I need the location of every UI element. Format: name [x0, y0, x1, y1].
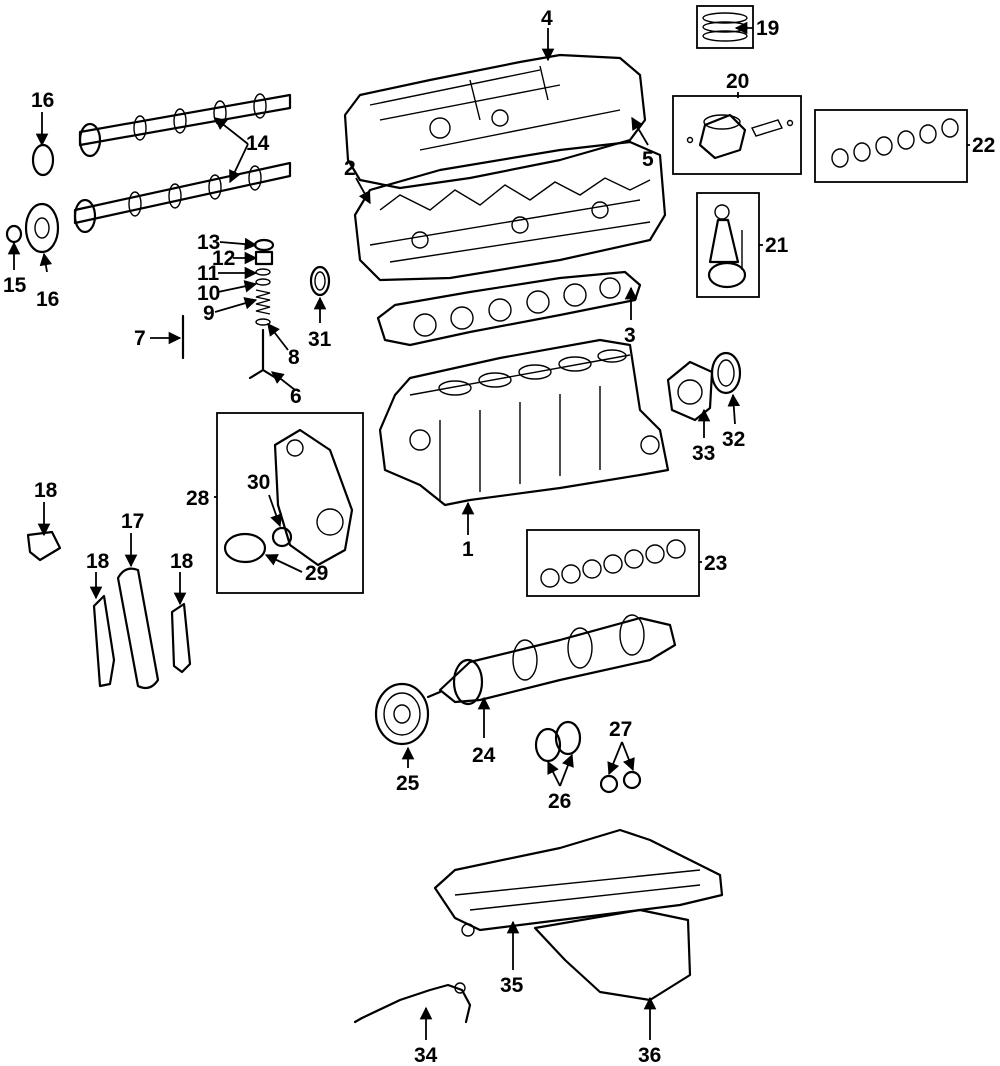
- callout-13: 13: [197, 231, 220, 254]
- callout-10: 10: [197, 282, 220, 305]
- callout-8: 8: [288, 346, 300, 369]
- timing-cover-part[interactable]: [216, 412, 364, 594]
- callout-34: 34: [414, 1044, 438, 1066]
- valve-cover-part[interactable]: [343, 53, 647, 190]
- oil-pan-part[interactable]: [433, 828, 724, 1002]
- leader-lines: [7, 21, 970, 1040]
- callout-14: 14: [246, 132, 270, 155]
- nuts-part[interactable]: [599, 770, 642, 794]
- crank-pulley-part[interactable]: [374, 682, 430, 746]
- camshaft-seal-part[interactable]: [309, 265, 331, 297]
- callout-30: 30: [247, 471, 270, 494]
- callout-29: 29: [305, 562, 328, 585]
- callout-16-bottom: 16: [36, 288, 59, 311]
- callout-12: 12: [212, 247, 235, 270]
- callouts: 1 2 3 4 5 6 7 8 9 10 11 12 13 14 15 16 1…: [3, 7, 995, 1066]
- callout-18-sensor: 18: [34, 479, 58, 502]
- callout-33: 33: [692, 442, 715, 465]
- callout-32: 32: [722, 428, 745, 451]
- connecting-rod-part[interactable]: [696, 192, 760, 298]
- callout-3: 3: [624, 324, 636, 347]
- rear-main-seal-part[interactable]: [710, 351, 742, 395]
- callout-27: 27: [609, 718, 632, 741]
- callout-18-left: 18: [86, 550, 110, 573]
- rod-bearings-part[interactable]: [814, 109, 968, 183]
- callout-9: 9: [203, 302, 215, 325]
- callout-4: 4: [541, 7, 553, 30]
- callout-28: 28: [186, 487, 210, 510]
- callout-11: 11: [197, 262, 220, 285]
- callout-23: 23: [704, 552, 727, 575]
- callout-22: 22: [972, 134, 995, 157]
- dipstick-tube-part[interactable]: [353, 982, 472, 1024]
- oil-seals-part[interactable]: [534, 720, 582, 763]
- callout-7: 7: [134, 327, 146, 350]
- callout-15: 15: [3, 274, 27, 297]
- seal-retainer-part[interactable]: [666, 360, 714, 422]
- piston-rings-part[interactable]: [696, 5, 754, 49]
- crankshaft-part[interactable]: [426, 614, 677, 706]
- callout-24: 24: [472, 744, 496, 767]
- head-gasket-part[interactable]: [376, 270, 642, 347]
- callout-5: 5: [642, 148, 654, 171]
- callout-18-right: 18: [170, 550, 194, 573]
- callout-31: 31: [308, 328, 332, 351]
- callout-20: 20: [726, 70, 749, 93]
- cam-sprockets-part[interactable]: [5, 143, 60, 254]
- callout-25: 25: [396, 772, 420, 795]
- callout-35: 35: [500, 974, 524, 997]
- timing-chain-part[interactable]: [26, 530, 192, 690]
- main-bearings-part[interactable]: [526, 529, 700, 597]
- callout-16-top: 16: [31, 89, 54, 112]
- callout-26: 26: [548, 790, 571, 813]
- piston-part[interactable]: [672, 95, 802, 175]
- callout-6: 6: [290, 385, 302, 408]
- callout-19: 19: [756, 17, 779, 40]
- callout-36: 36: [638, 1044, 661, 1066]
- camshafts-part[interactable]: [73, 93, 292, 234]
- engine-block-part[interactable]: [378, 338, 670, 507]
- callout-1: 1: [462, 538, 474, 561]
- callout-21: 21: [765, 234, 789, 257]
- callout-17: 17: [121, 510, 144, 533]
- cylinder-head-part[interactable]: [353, 140, 667, 282]
- callout-2: 2: [344, 157, 356, 180]
